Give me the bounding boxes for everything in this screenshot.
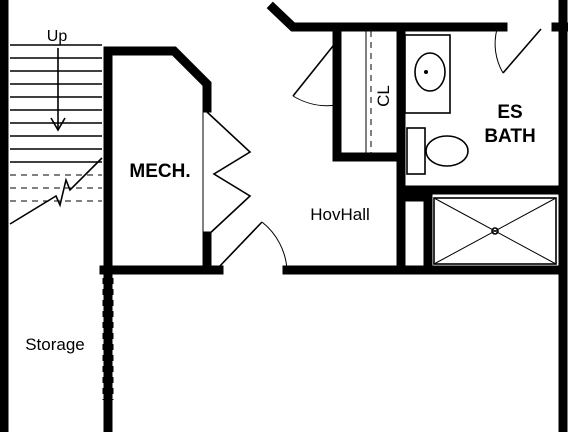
shower-drain-icon — [491, 227, 499, 235]
vanity-icon — [404, 34, 451, 114]
closet: CL — [266, 1, 406, 195]
hall-label: HovHall — [310, 205, 370, 224]
staircase: Up — [0, 0, 103, 432]
toilet-tank-icon — [406, 127, 426, 175]
hall-door-icon — [217, 221, 263, 269]
toilet-icon — [425, 135, 469, 167]
shower-icon — [433, 197, 557, 265]
storage: Storage — [25, 278, 114, 432]
mech-room: MECH. — [99, 46, 288, 425]
storage-label: Storage — [25, 335, 85, 354]
mech-room-label: MECH. — [129, 161, 190, 182]
sink-icon — [414, 52, 446, 92]
bath-label-line2: BATH — [484, 126, 535, 147]
stairs-up-label: Up — [47, 28, 68, 45]
bath-label-line1: ES — [497, 102, 522, 123]
es-bath: ES BATH — [282, 0, 568, 432]
closet-label: CL — [374, 85, 393, 107]
